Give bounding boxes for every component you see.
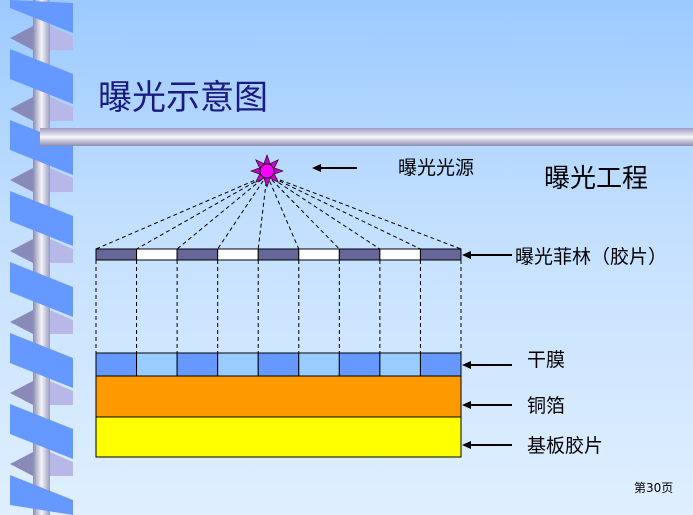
substrate-label: 基板胶片 xyxy=(527,435,604,457)
ribbon-back xyxy=(10,97,33,121)
copper-foil-layer xyxy=(95,375,462,418)
title-bar xyxy=(40,128,693,146)
ribbon-back xyxy=(50,26,73,50)
spiral-decoration xyxy=(10,0,73,515)
arrow-head-icon xyxy=(462,441,471,449)
ribbon xyxy=(10,262,73,317)
ribbon xyxy=(10,191,73,246)
arrow-head-icon xyxy=(312,164,321,172)
page-number: 第30页 xyxy=(634,481,674,495)
film-label: 曝光菲林（胶片） xyxy=(515,246,668,268)
ribbon-back xyxy=(10,26,33,50)
ribbon-back xyxy=(50,97,73,121)
ribbon xyxy=(10,333,73,388)
arrow-head-icon xyxy=(462,361,471,369)
film-segment xyxy=(95,248,138,261)
ribbon-back xyxy=(10,239,33,263)
light-ray xyxy=(176,174,268,250)
light-source-label: 曝光光源 xyxy=(398,157,475,179)
dry-film-segment xyxy=(419,352,462,377)
dry-film-segment xyxy=(95,352,138,377)
film-segment xyxy=(257,248,300,261)
film-segment xyxy=(176,248,219,261)
ribbon-back xyxy=(50,452,73,476)
ribbon xyxy=(10,475,73,515)
light-ray xyxy=(257,174,268,250)
film-segment xyxy=(379,248,421,261)
light-ray xyxy=(266,174,421,250)
arrow-head-icon xyxy=(462,251,471,259)
dry-film-segment xyxy=(257,352,300,377)
film-segment xyxy=(338,248,381,261)
ribbon xyxy=(10,120,73,175)
light-ray xyxy=(266,174,381,250)
ribbon-back xyxy=(10,452,33,476)
film-segment xyxy=(217,248,259,261)
film-segment xyxy=(298,248,340,261)
arrow-head-icon xyxy=(462,401,471,409)
dry-film-segment xyxy=(176,352,219,377)
light-ray xyxy=(266,174,300,250)
ribbon-back xyxy=(50,239,73,263)
ribbon xyxy=(10,404,73,459)
film-segment xyxy=(136,248,178,261)
ribbon-back xyxy=(50,381,73,405)
dry-film-segment xyxy=(338,352,381,377)
arrows xyxy=(312,164,512,449)
ribbon-back xyxy=(10,381,33,405)
light-ray xyxy=(266,174,462,250)
light-ray xyxy=(217,174,268,250)
light-source-icon xyxy=(250,154,284,188)
dry-film-label: 干膜 xyxy=(527,349,566,371)
ribbon-back xyxy=(10,310,33,334)
ribbon-back xyxy=(50,168,73,192)
dry-film-segment xyxy=(379,352,421,377)
light-ray xyxy=(136,174,268,250)
dry-film-segment xyxy=(136,352,178,377)
layer-stack xyxy=(95,248,462,458)
film-segment xyxy=(419,248,462,261)
process-label: 曝光工程 xyxy=(544,164,649,194)
copper-foil-label: 铜箔 xyxy=(527,395,566,417)
ribbon xyxy=(10,49,73,104)
light-rays xyxy=(95,174,462,353)
dry-film-segment xyxy=(217,352,259,377)
ribbon xyxy=(10,0,73,33)
substrate-layer xyxy=(95,416,462,458)
page-title: 曝光示意图 xyxy=(98,78,268,118)
light-ray xyxy=(266,174,340,250)
light-ray xyxy=(95,174,268,250)
ribbon-back xyxy=(10,168,33,192)
dry-film-segment xyxy=(298,352,340,377)
ribbon-back xyxy=(50,310,73,334)
